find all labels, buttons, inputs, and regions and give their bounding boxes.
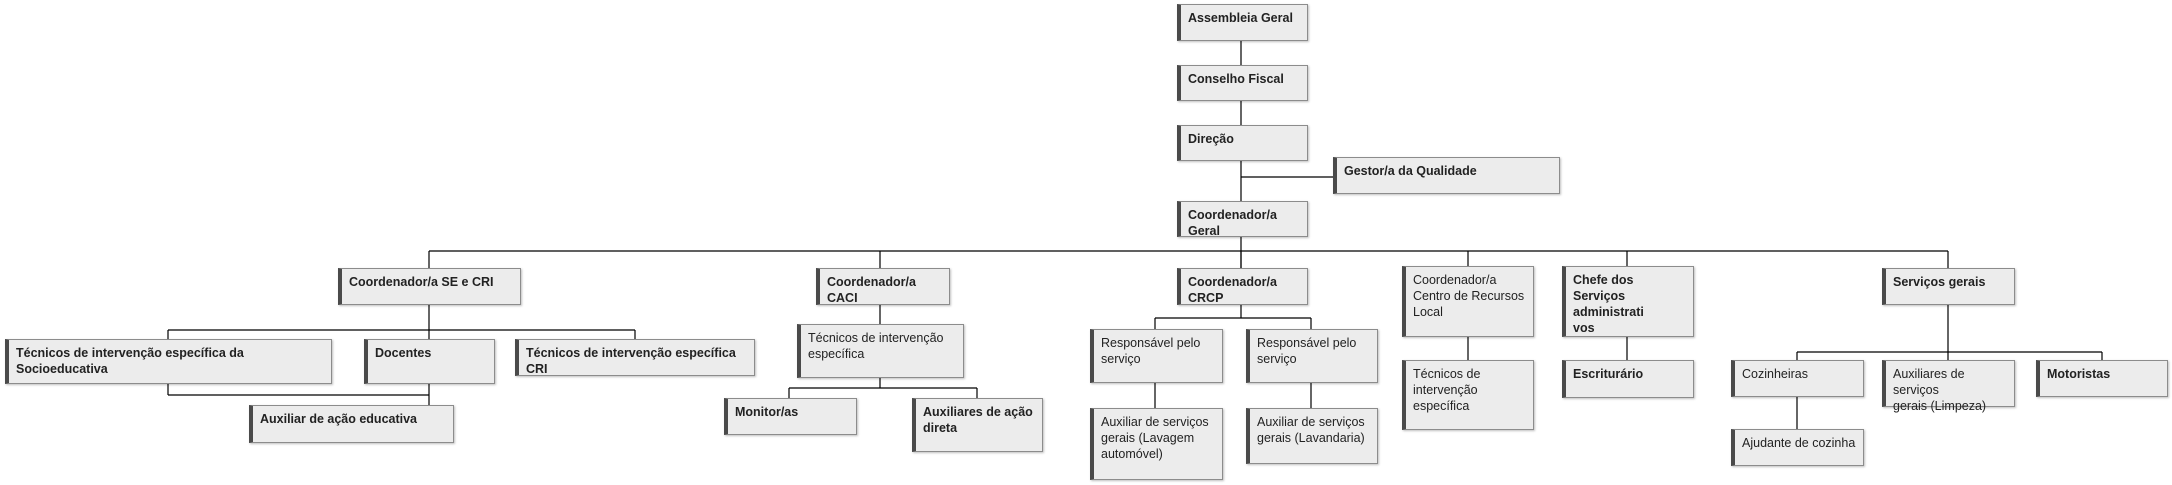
node-label: Responsável pelo serviço bbox=[1257, 336, 1357, 366]
node-label: Ajudante de cozinha bbox=[1742, 436, 1856, 450]
node-label: Auxiliar de serviços gerais (Lavagem aut… bbox=[1101, 415, 1209, 461]
node-label: Chefe dos Serviços administrati vos bbox=[1573, 273, 1644, 335]
node-label: Conselho Fiscal bbox=[1188, 72, 1284, 86]
node-tecnicos-socioeducativa: Técnicos de intervenção específica da So… bbox=[5, 339, 332, 384]
node-label: Coordenador/a Centro de Recursos Local bbox=[1413, 273, 1525, 319]
node-coordenador-caci: Coordenador/a CACI bbox=[816, 268, 950, 305]
node-coordenador-geral: Coordenador/a Geral bbox=[1177, 201, 1308, 238]
node-label: Assembleia Geral bbox=[1188, 11, 1293, 25]
node-monitores: Monitor/as bbox=[724, 398, 857, 435]
node-chefe-servicos-administrativos: Chefe dos Serviços administrati vos bbox=[1562, 266, 1694, 337]
node-docentes: Docentes bbox=[364, 339, 495, 384]
node-assembleia-geral: Assembleia Geral bbox=[1177, 4, 1308, 41]
node-responsavel-servico-2: Responsável pelo serviço bbox=[1246, 329, 1378, 383]
node-label: Serviços gerais bbox=[1893, 275, 1986, 289]
node-tecnicos-caci: Técnicos de intervenção específica bbox=[797, 324, 964, 378]
node-conselho-fiscal: Conselho Fiscal bbox=[1177, 65, 1308, 101]
node-coordenador-crl: Coordenador/a Centro de Recursos Local bbox=[1402, 266, 1534, 337]
node-auxiliar-lavandaria: Auxiliar de serviços gerais (Lavandaria) bbox=[1246, 408, 1378, 464]
node-label: Direção bbox=[1188, 132, 1234, 146]
node-label: Cozinheiras bbox=[1742, 367, 1809, 381]
node-label: Coordenador/a CRCP bbox=[1188, 275, 1277, 305]
node-label: Técnicos de intervenção específica bbox=[1413, 367, 1481, 413]
node-servicos-gerais: Serviços gerais bbox=[1882, 268, 2015, 305]
node-label: Técnicos de intervenção específica bbox=[808, 331, 944, 361]
node-label: Auxiliar de ação educativa bbox=[260, 412, 418, 426]
node-label: Monitor/as bbox=[735, 405, 799, 419]
node-coordenador-se-cri: Coordenador/a SE e CRI bbox=[338, 268, 521, 305]
node-label: Escriturário bbox=[1573, 367, 1644, 381]
node-gestor-qualidade: Gestor/a da Qualidade bbox=[1333, 157, 1560, 194]
node-escriturario: Escriturário bbox=[1562, 360, 1694, 398]
node-motoristas: Motoristas bbox=[2036, 360, 2168, 397]
node-responsavel-servico-1: Responsável pelo serviço bbox=[1090, 329, 1223, 383]
node-label: Coordenador/a CACI bbox=[827, 275, 916, 305]
node-direcao: Direção bbox=[1177, 125, 1308, 161]
node-auxiliares-acao-direta: Auxiliares de ação direta bbox=[912, 398, 1043, 452]
node-auxiliar-acao-educativa: Auxiliar de ação educativa bbox=[249, 405, 454, 443]
node-label: Auxiliares de ação direta bbox=[923, 405, 1033, 435]
node-auxiliar-lavagem: Auxiliar de serviços gerais (Lavagem aut… bbox=[1090, 408, 1223, 480]
node-label: Coordenador/a Geral bbox=[1188, 208, 1277, 238]
node-label: Docentes bbox=[375, 346, 432, 360]
node-label: Auxiliar de serviços gerais (Lavandaria) bbox=[1257, 415, 1365, 445]
node-label: Auxiliares de serviços gerais (Limpeza) bbox=[1893, 367, 1987, 413]
node-auxiliares-limpeza: Auxiliares de serviços gerais (Limpeza) bbox=[1882, 360, 2015, 413]
node-label: Gestor/a da Qualidade bbox=[1344, 164, 1477, 178]
node-label: Coordenador/a SE e CRI bbox=[349, 275, 494, 289]
node-tecnicos-crl: Técnicos de intervenção específica bbox=[1402, 360, 1534, 430]
node-label: Responsável pelo serviço bbox=[1101, 336, 1201, 366]
node-label: Técnicos de intervenção específica CRI bbox=[526, 346, 736, 376]
node-label: Técnicos de intervenção específica da So… bbox=[16, 346, 244, 376]
node-cozinheiras: Cozinheiras bbox=[1731, 360, 1864, 397]
node-coordenador-crcp: Coordenador/a CRCP bbox=[1177, 268, 1308, 305]
node-label: Motoristas bbox=[2047, 367, 2111, 381]
node-tecnicos-cri: Técnicos de intervenção específica CRI bbox=[515, 339, 755, 376]
node-ajudante-cozinha: Ajudante de cozinha bbox=[1731, 429, 1864, 466]
